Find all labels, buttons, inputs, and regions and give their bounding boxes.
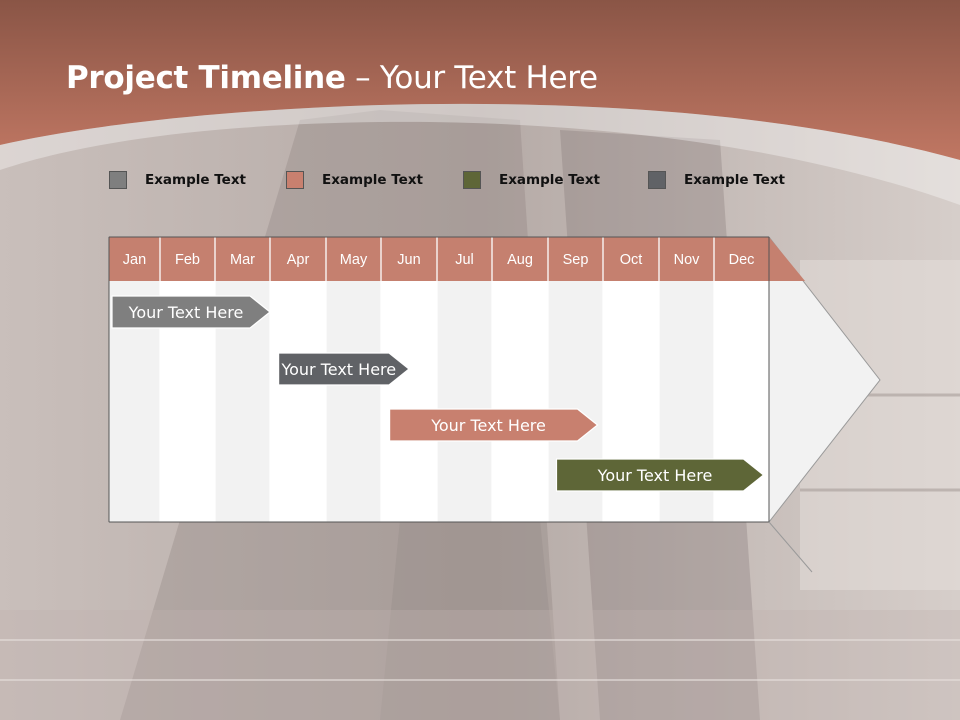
month-label-jan: Jan (123, 252, 146, 268)
month-label-sep: Sep (563, 252, 589, 268)
month-label-dec: Dec (729, 252, 755, 268)
month-label-jun: Jun (397, 252, 420, 268)
month-label-may: May (340, 252, 368, 268)
legend-swatch-dark-gray (648, 171, 666, 189)
legend-label: Example Text (684, 172, 785, 188)
title-bold: Project Timeline (66, 60, 346, 96)
month-label-jul: Jul (455, 252, 474, 268)
task-label-4: Your Text Here (597, 466, 713, 485)
arrow-reflection-line (768, 521, 813, 573)
legend-label: Example Text (499, 172, 600, 188)
month-column-band (270, 281, 326, 522)
month-column-band (381, 281, 437, 522)
month-label-feb: Feb (175, 252, 200, 268)
month-label-oct: Oct (620, 252, 643, 268)
task-bar-2 (278, 352, 410, 386)
task-bar-1 (111, 295, 271, 329)
legend-item-3: Example Text (463, 170, 600, 190)
legend-item-2: Example Text (286, 170, 423, 190)
task-label-3: Your Text Here (430, 416, 546, 435)
month-label-nov: Nov (674, 252, 701, 268)
month-label-mar: Mar (230, 252, 255, 268)
month-label-apr: Apr (287, 252, 310, 268)
legend-item-1: Example Text (109, 170, 246, 190)
month-column-band (492, 281, 548, 522)
month-header-tip (769, 237, 805, 281)
task-bar-3 (389, 408, 599, 442)
legend-swatch-olive (463, 171, 481, 189)
task-bar-4 (555, 458, 765, 492)
legend-swatch-salmon (286, 171, 304, 189)
legend-swatch-gray (109, 171, 127, 189)
task-label-1: Your Text Here (128, 303, 244, 322)
legend-label: Example Text (145, 172, 246, 188)
legend-label: Example Text (322, 172, 423, 188)
title-rest: – Your Text Here (345, 60, 598, 96)
month-label-aug: Aug (507, 252, 533, 268)
slide-title: Project Timeline – Your Text Here (66, 60, 598, 96)
legend-item-4: Example Text (648, 170, 785, 190)
task-label-2: Your Text Here (280, 360, 396, 379)
month-header-row (109, 237, 769, 281)
